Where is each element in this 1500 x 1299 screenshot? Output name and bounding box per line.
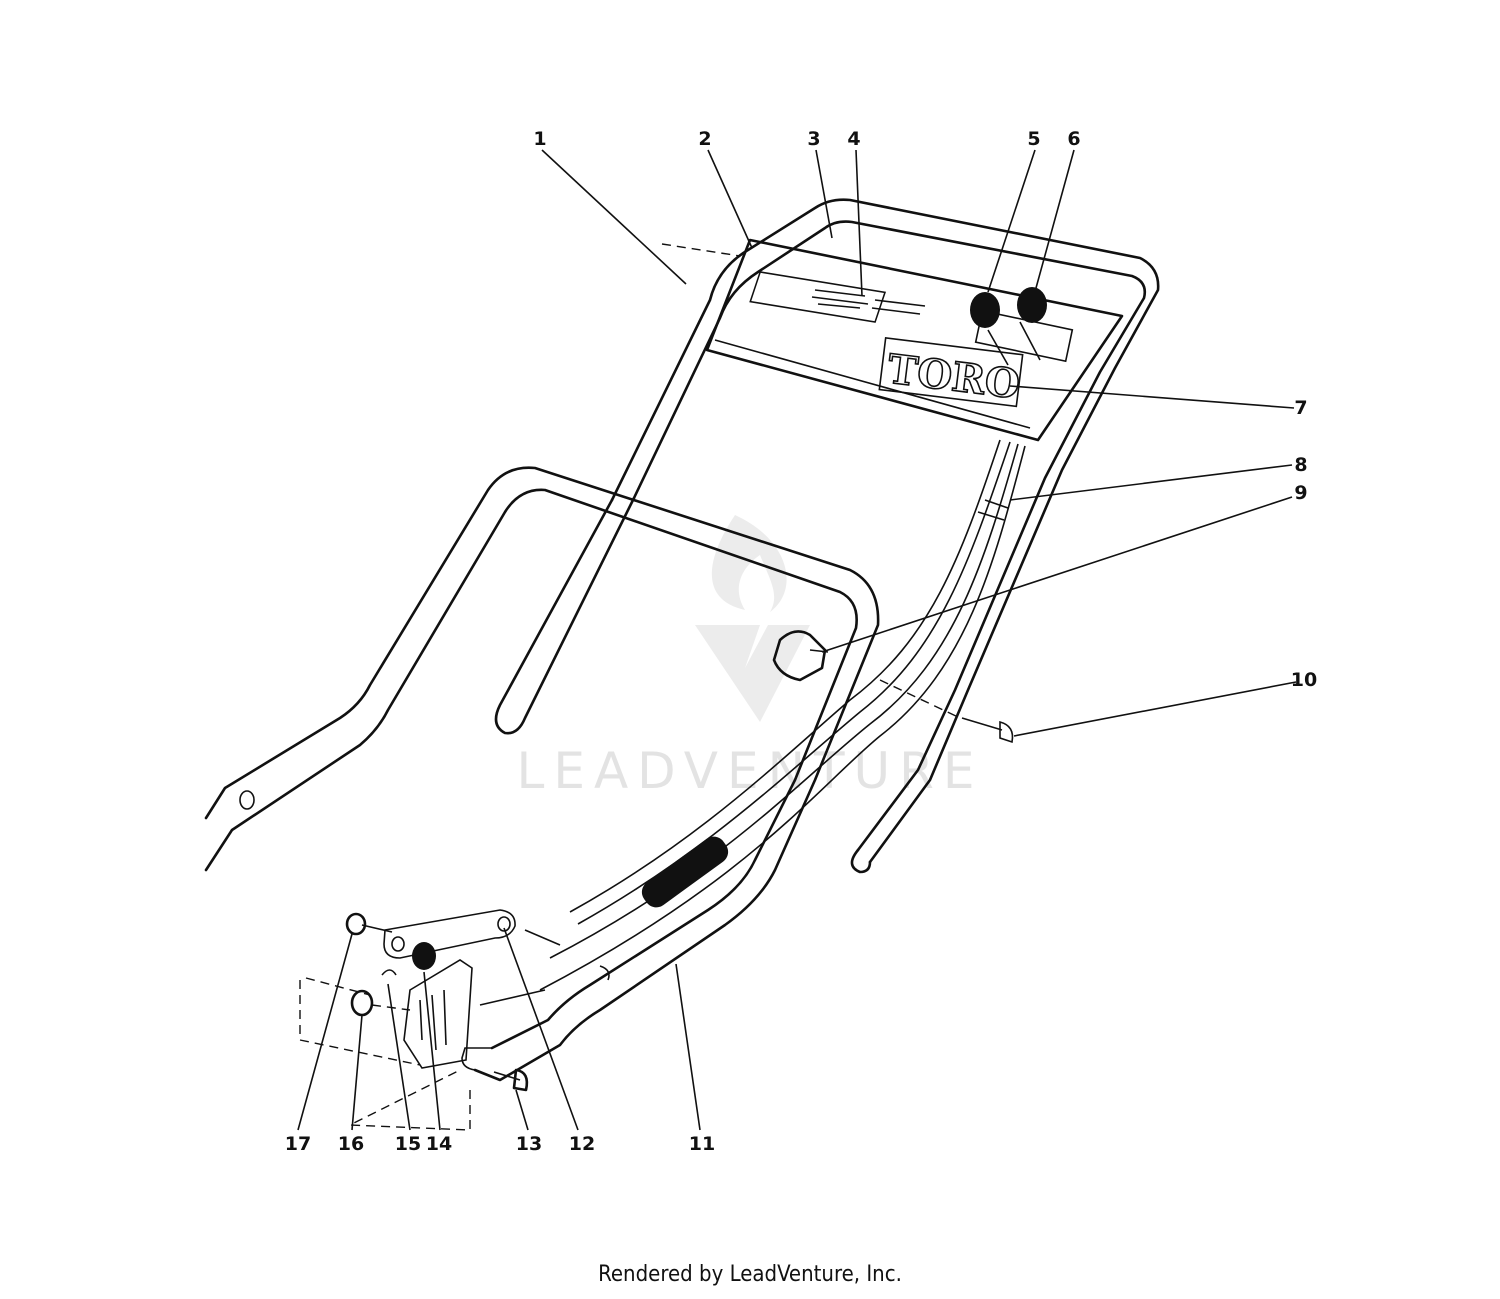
callout-1: 1	[533, 128, 546, 150]
watermark-text: LEADVENTURE	[517, 742, 984, 800]
footer-credit: Rendered by LeadVenture, Inc.	[598, 1262, 902, 1287]
spacer-knob	[412, 942, 436, 970]
callout-9: 9	[1294, 482, 1307, 504]
callout-7: 7	[1294, 397, 1307, 419]
callout-17: 17	[285, 1133, 311, 1155]
callout-5: 5	[1027, 128, 1040, 150]
callout-2: 2	[698, 128, 711, 150]
lower-bracket-assembly	[299, 909, 610, 1131]
callout-11: 11	[689, 1133, 715, 1155]
upper-handle	[610, 198, 1160, 874]
callout-10: 10	[1291, 669, 1317, 691]
instruction-decal	[749, 271, 887, 323]
carriage-bolt	[879, 679, 1014, 744]
callout-leaders	[297, 149, 1297, 1131]
callout-14: 14	[426, 1133, 452, 1155]
callout-12: 12	[569, 1133, 595, 1155]
callout-3: 3	[807, 128, 820, 150]
brand-plate-frame	[878, 337, 1024, 408]
callout-8: 8	[1294, 454, 1307, 476]
bolt-head	[345, 912, 367, 936]
throttle-knob	[970, 292, 1000, 328]
callout-13: 13	[516, 1133, 542, 1155]
callout-15: 15	[395, 1133, 421, 1155]
callout-16: 16	[338, 1133, 364, 1155]
choke-knob	[1017, 287, 1047, 323]
callout-6: 6	[1067, 128, 1080, 150]
control-panel: TORO	[705, 238, 1124, 442]
callout-labels: 1 2 3 4 5 6 7 8 9 10 11 12 13 14 15 16 1…	[285, 128, 1317, 1155]
control-cables	[539, 439, 1026, 991]
cable-grip	[641, 836, 729, 908]
lower-handle	[204, 466, 880, 1082]
callout-4: 4	[847, 128, 860, 150]
